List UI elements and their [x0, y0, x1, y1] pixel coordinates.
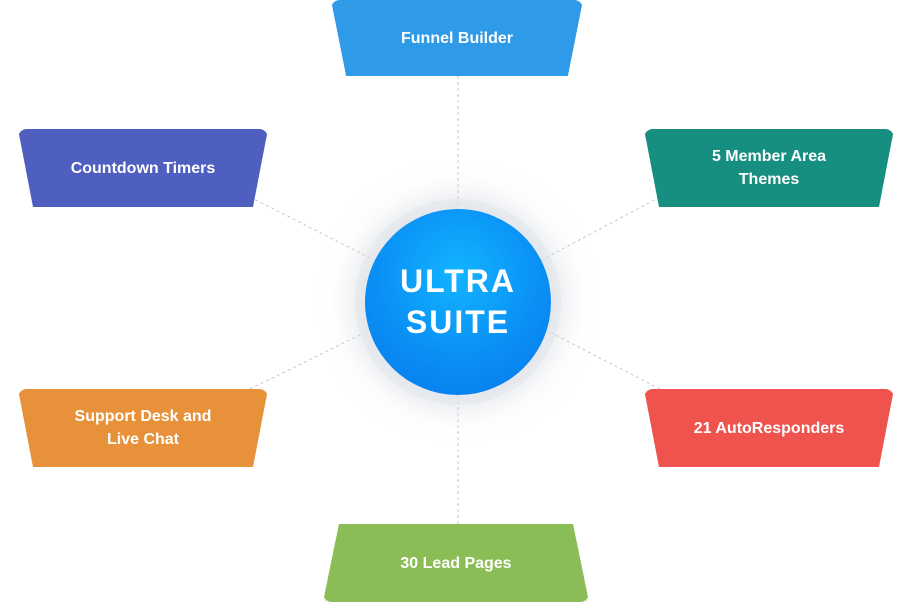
- feature-lead-pages: 30 Lead Pages: [323, 524, 589, 602]
- feature-label: 30 Lead Pages: [400, 554, 512, 572]
- feature-support-desk-live-chat: Support Desk and Live Chat: [18, 389, 268, 467]
- connector-countdown: [249, 196, 379, 263]
- feature-countdown-timers: Countdown Timers: [18, 129, 268, 207]
- feature-autoresponders: 21 AutoResponders: [644, 389, 894, 467]
- hub-title-line2: SUITE: [405, 304, 511, 340]
- ultra-suite-hub: ULTRA SUITE: [365, 209, 551, 395]
- feature-label: Countdown Timers: [70, 159, 216, 177]
- feature-label: Support Desk and Live Chat: [74, 408, 212, 448]
- feature-label: Funnel Builder: [401, 29, 513, 47]
- connector-member: [537, 196, 661, 263]
- hub-title-line1: ULTRA: [399, 263, 517, 299]
- feature-funnel-builder: Funnel Builder: [331, 0, 583, 76]
- feature-label: 5 Member Area Themes: [711, 148, 827, 188]
- feature-label: 21 AutoResponders: [693, 419, 845, 437]
- connector-autoresp: [537, 325, 661, 390]
- connector-support: [249, 325, 379, 390]
- feature-member-area-themes: 5 Member Area Themes: [644, 129, 894, 207]
